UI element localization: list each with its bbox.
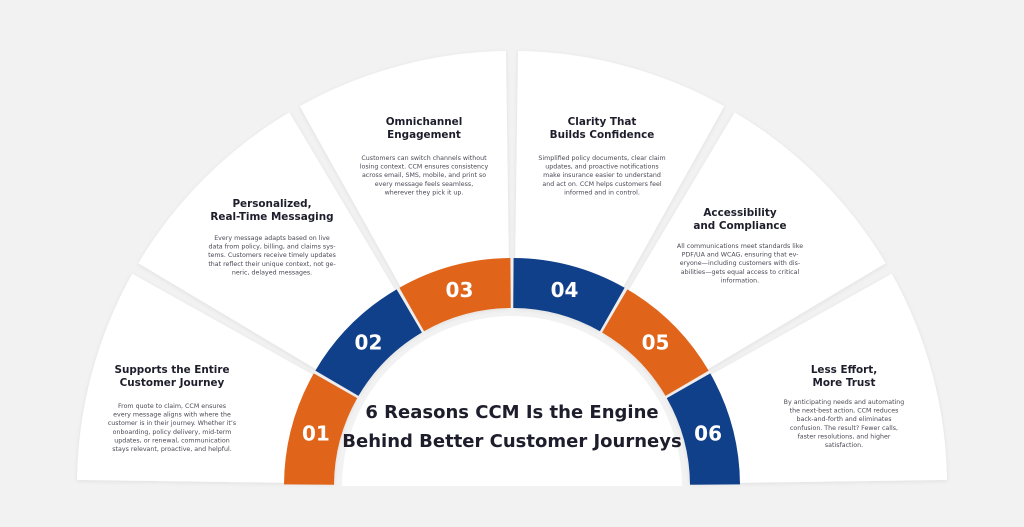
reason-body-2: data from policy, billing, and claims sy… [208,244,335,251]
reason-heading-6: Less Effort, [811,364,877,376]
reason-body-1: onboarding, policy delivery, mid-term [113,429,232,436]
center-title-line1: 6 Reasons CCM Is the Engine [365,402,658,423]
number-band-4 [513,258,625,332]
reason-body-5: All communications meet standards like [677,243,803,250]
reason-heading-5: and Compliance [693,220,786,232]
reason-body-3: every message feels seamless, [375,181,473,188]
reason-body-2: neric, delayed messages. [232,269,312,276]
reason-heading-1: Supports the Entire [114,364,229,376]
reason-body-6: By anticipating needs and automating [784,399,905,406]
reason-body-5: PDF/UA and WCAG, ensuring that ev- [682,252,799,259]
reason-heading-2: Real-Time Messaging [210,211,333,223]
card-layer [77,51,947,484]
number-label-2: 02 [355,330,383,354]
reason-heading-4: Builds Confidence [550,129,655,141]
number-band-5 [602,289,709,396]
reason-body-5: abilities—gets equal access to critical [681,269,800,276]
center-hub [342,316,682,486]
reason-body-3: across email, SMS, mobile, and print so [362,172,486,179]
reason-body-1: customer is in their journey. Whether it… [108,420,236,427]
reason-heading-6: More Trust [813,377,876,389]
number-band-layer [284,258,740,485]
reason-body-5: eryone—including customers with dis- [680,260,800,267]
reason-body-6: back-and-forth and eliminates [796,416,891,423]
reason-body-3: wherever they pick it up. [385,189,464,196]
reason-body-4: updates, and proactive notifications [545,164,658,171]
card-2 [138,112,421,395]
reason-body-6: faster resolutions, and higher [798,433,891,440]
reason-heading-4: Clarity That [568,116,637,128]
card-1 [77,273,357,484]
reason-body-4: Simplified policy documents, clear claim [538,155,665,162]
reason-body-3: losing context. CCM ensures consistency [360,164,489,171]
reason-body-1: every message aligns with where the [113,412,231,419]
card-3 [299,51,510,331]
card-6 [667,273,947,484]
reason-body-2: tems. Customers receive timely updates [208,252,336,259]
reason-heading-2: Personalized, [232,198,311,210]
number-label-1: 01 [302,421,330,445]
number-label-6: 06 [694,421,722,445]
reason-body-4: make insurance easier to understand [543,172,661,179]
number-band-6 [666,373,740,485]
card-4 [514,51,725,331]
number-label-5: 05 [642,330,670,354]
reason-heading-1: Customer Journey [120,377,225,389]
reason-heading-3: Engagement [387,129,461,141]
reason-body-6: confusion. The result? Fewer calls, [790,425,898,432]
number-label-3: 03 [446,278,474,302]
reason-body-1: updates, or renewal, communication [114,437,230,444]
reason-body-6: satisfaction. [825,442,863,449]
reason-body-4: and act on. CCM helps customers feel [542,181,662,188]
reason-body-6: the next-best action, CCM reduces [790,408,899,415]
reason-body-1: stays relevant, proactive, and helpful. [112,446,231,453]
reason-heading-3: Omnichannel [386,116,463,128]
number-band-2 [315,289,422,396]
card-5 [603,112,886,395]
reason-body-4: informed and in control. [564,189,640,196]
center-title-line2: Behind Better Customer Journeys [342,431,681,452]
reason-heading-5: Accessibility [703,207,776,219]
number-label-4: 04 [551,278,579,302]
number-band-3 [399,258,511,332]
number-band-1 [284,373,358,485]
reason-body-5: information. [721,277,759,284]
reason-body-3: Customers can switch channels without [361,155,487,162]
reason-body-2: that reflect their unique context, not g… [208,261,335,268]
reason-body-1: From quote to claim, CCM ensures [118,403,226,410]
reason-body-2: Every message adapts based on live [214,235,330,242]
